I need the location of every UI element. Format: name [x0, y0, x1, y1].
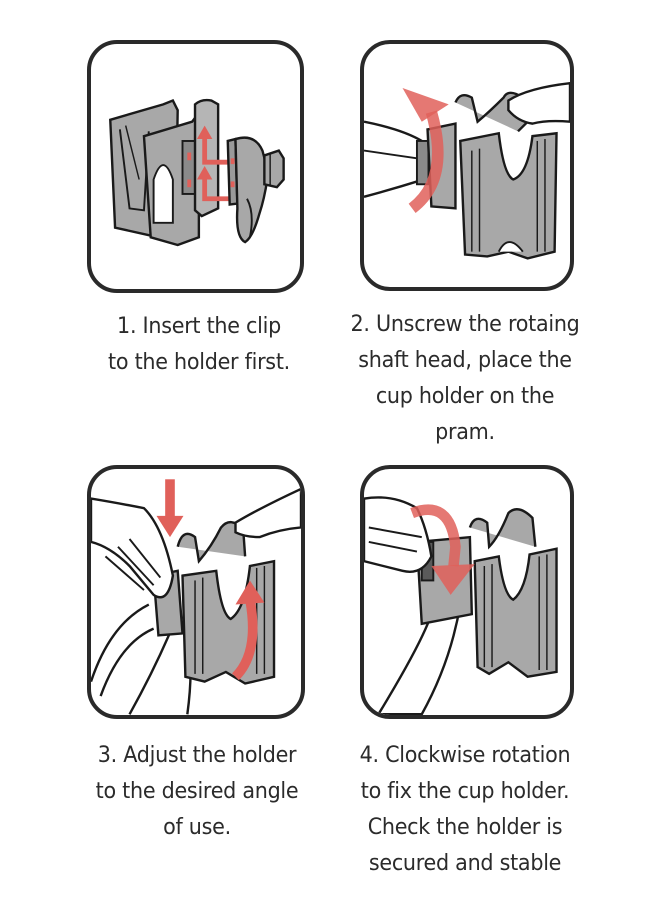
step-3-caption-line: 3. Adjust the holder: [97, 742, 297, 768]
step-2-caption-line: cup holder on the: [375, 383, 555, 409]
clockwise-arrow-icon: [410, 504, 475, 595]
counterclockwise-arrow-icon: [402, 88, 449, 213]
step-3-caption-line: of use.: [163, 814, 231, 840]
step-1-caption-line: 1. Insert the clip: [117, 313, 281, 339]
step-2-caption: 2. Unscrew the rotaing shaft head, place…: [341, 306, 589, 450]
step-2-caption-line: shaft head, place the: [358, 347, 572, 373]
step-1-caption-line: to the holder first.: [108, 349, 290, 375]
step-2-caption-line: 2. Unscrew the rotaing: [350, 311, 580, 337]
step-2-illustration-panel: [360, 40, 574, 291]
step-4-caption-line: to fix the cup holder.: [360, 778, 570, 804]
step-4-caption: 4. Clockwise rotation to fix the cup hol…: [341, 737, 589, 881]
step-4-caption-line: Check the holder is: [367, 814, 563, 840]
clip-insert-illustration: [109, 98, 285, 247]
step-3-illustration-panel: [87, 465, 305, 719]
down-arrow-icon: [156, 479, 184, 538]
curved-up-arrow-icon: [231, 580, 265, 681]
step-1-illustration-panel: [87, 40, 304, 293]
step-4-illustration-panel: [360, 465, 574, 719]
step-3-caption-line: to the desired angle: [95, 778, 299, 804]
adjust-angle-illustration: [91, 479, 301, 715]
clockwise-fix-illustration: [364, 496, 558, 715]
step-4-caption-line: 4. Clockwise rotation: [359, 742, 571, 768]
step-3-caption: 3. Adjust the holder to the desired angl…: [73, 737, 321, 845]
up-arrow-icons: [202, 137, 231, 202]
unscrew-shaft-illustration: [364, 81, 570, 260]
step-2-caption-line: pram.: [435, 419, 495, 445]
step-1-caption: 1. Insert the clip to the holder first.: [84, 308, 314, 380]
step-4-caption-line: secured and stable: [368, 850, 562, 876]
